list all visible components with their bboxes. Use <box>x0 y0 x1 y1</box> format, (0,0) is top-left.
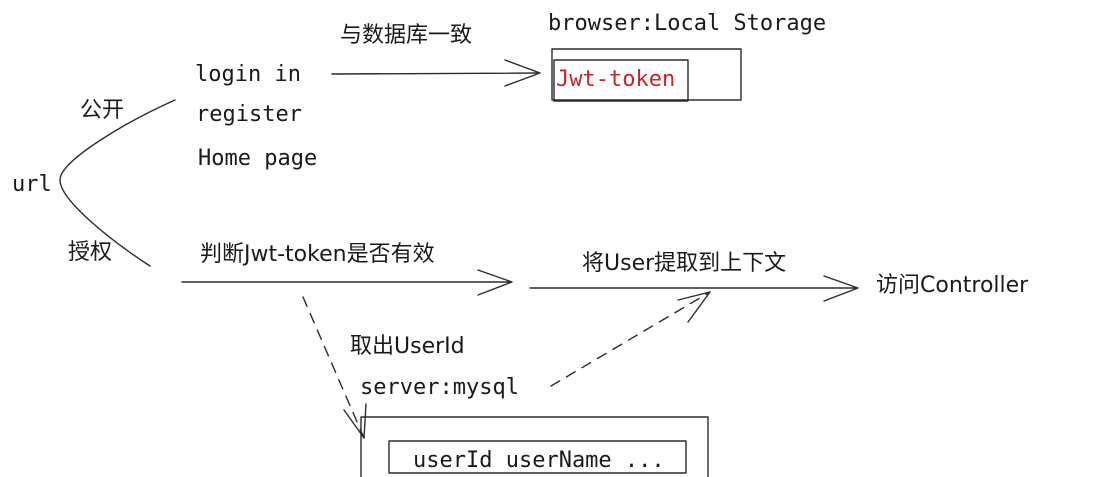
extract-userid-arrow <box>302 296 365 439</box>
consistent-label: 与数据库一致 <box>340 23 472 48</box>
login-to-storage-arrow <box>331 59 541 87</box>
context-label: 将User提取到上下文 <box>582 251 786 276</box>
check-token-arrow <box>181 269 513 296</box>
url-label: url <box>12 172 52 197</box>
public-item-home: Home page <box>198 146 317 171</box>
public-label: 公开 <box>80 98 124 123</box>
local-storage-box <box>551 48 742 101</box>
db-outer-box <box>360 416 709 477</box>
server-label: server:mysql <box>360 375 519 400</box>
db-columns-label: userId userName ... <box>413 448 665 473</box>
controller-label: 访问Controller <box>876 273 1029 298</box>
db-to-context-arrow <box>550 291 711 387</box>
db-to-context-arrowhead <box>677 291 711 323</box>
extract-userid-arrowhead <box>343 403 367 439</box>
public-item-login: login in <box>195 62 301 87</box>
token-box <box>553 59 689 102</box>
context-arrow <box>529 275 859 302</box>
url-brace-curve <box>59 99 176 267</box>
public-item-register: register <box>196 102 302 127</box>
token-label: Jwt-token <box>556 67 675 92</box>
auth-label: 授权 <box>68 240 112 265</box>
db-inner-box <box>388 440 687 474</box>
check-token-label: 判断Jwt-token是否有效 <box>200 242 435 267</box>
extract-userid-label: 取出UserId <box>350 334 465 359</box>
storage-title: browser:Local Storage <box>548 11 826 36</box>
